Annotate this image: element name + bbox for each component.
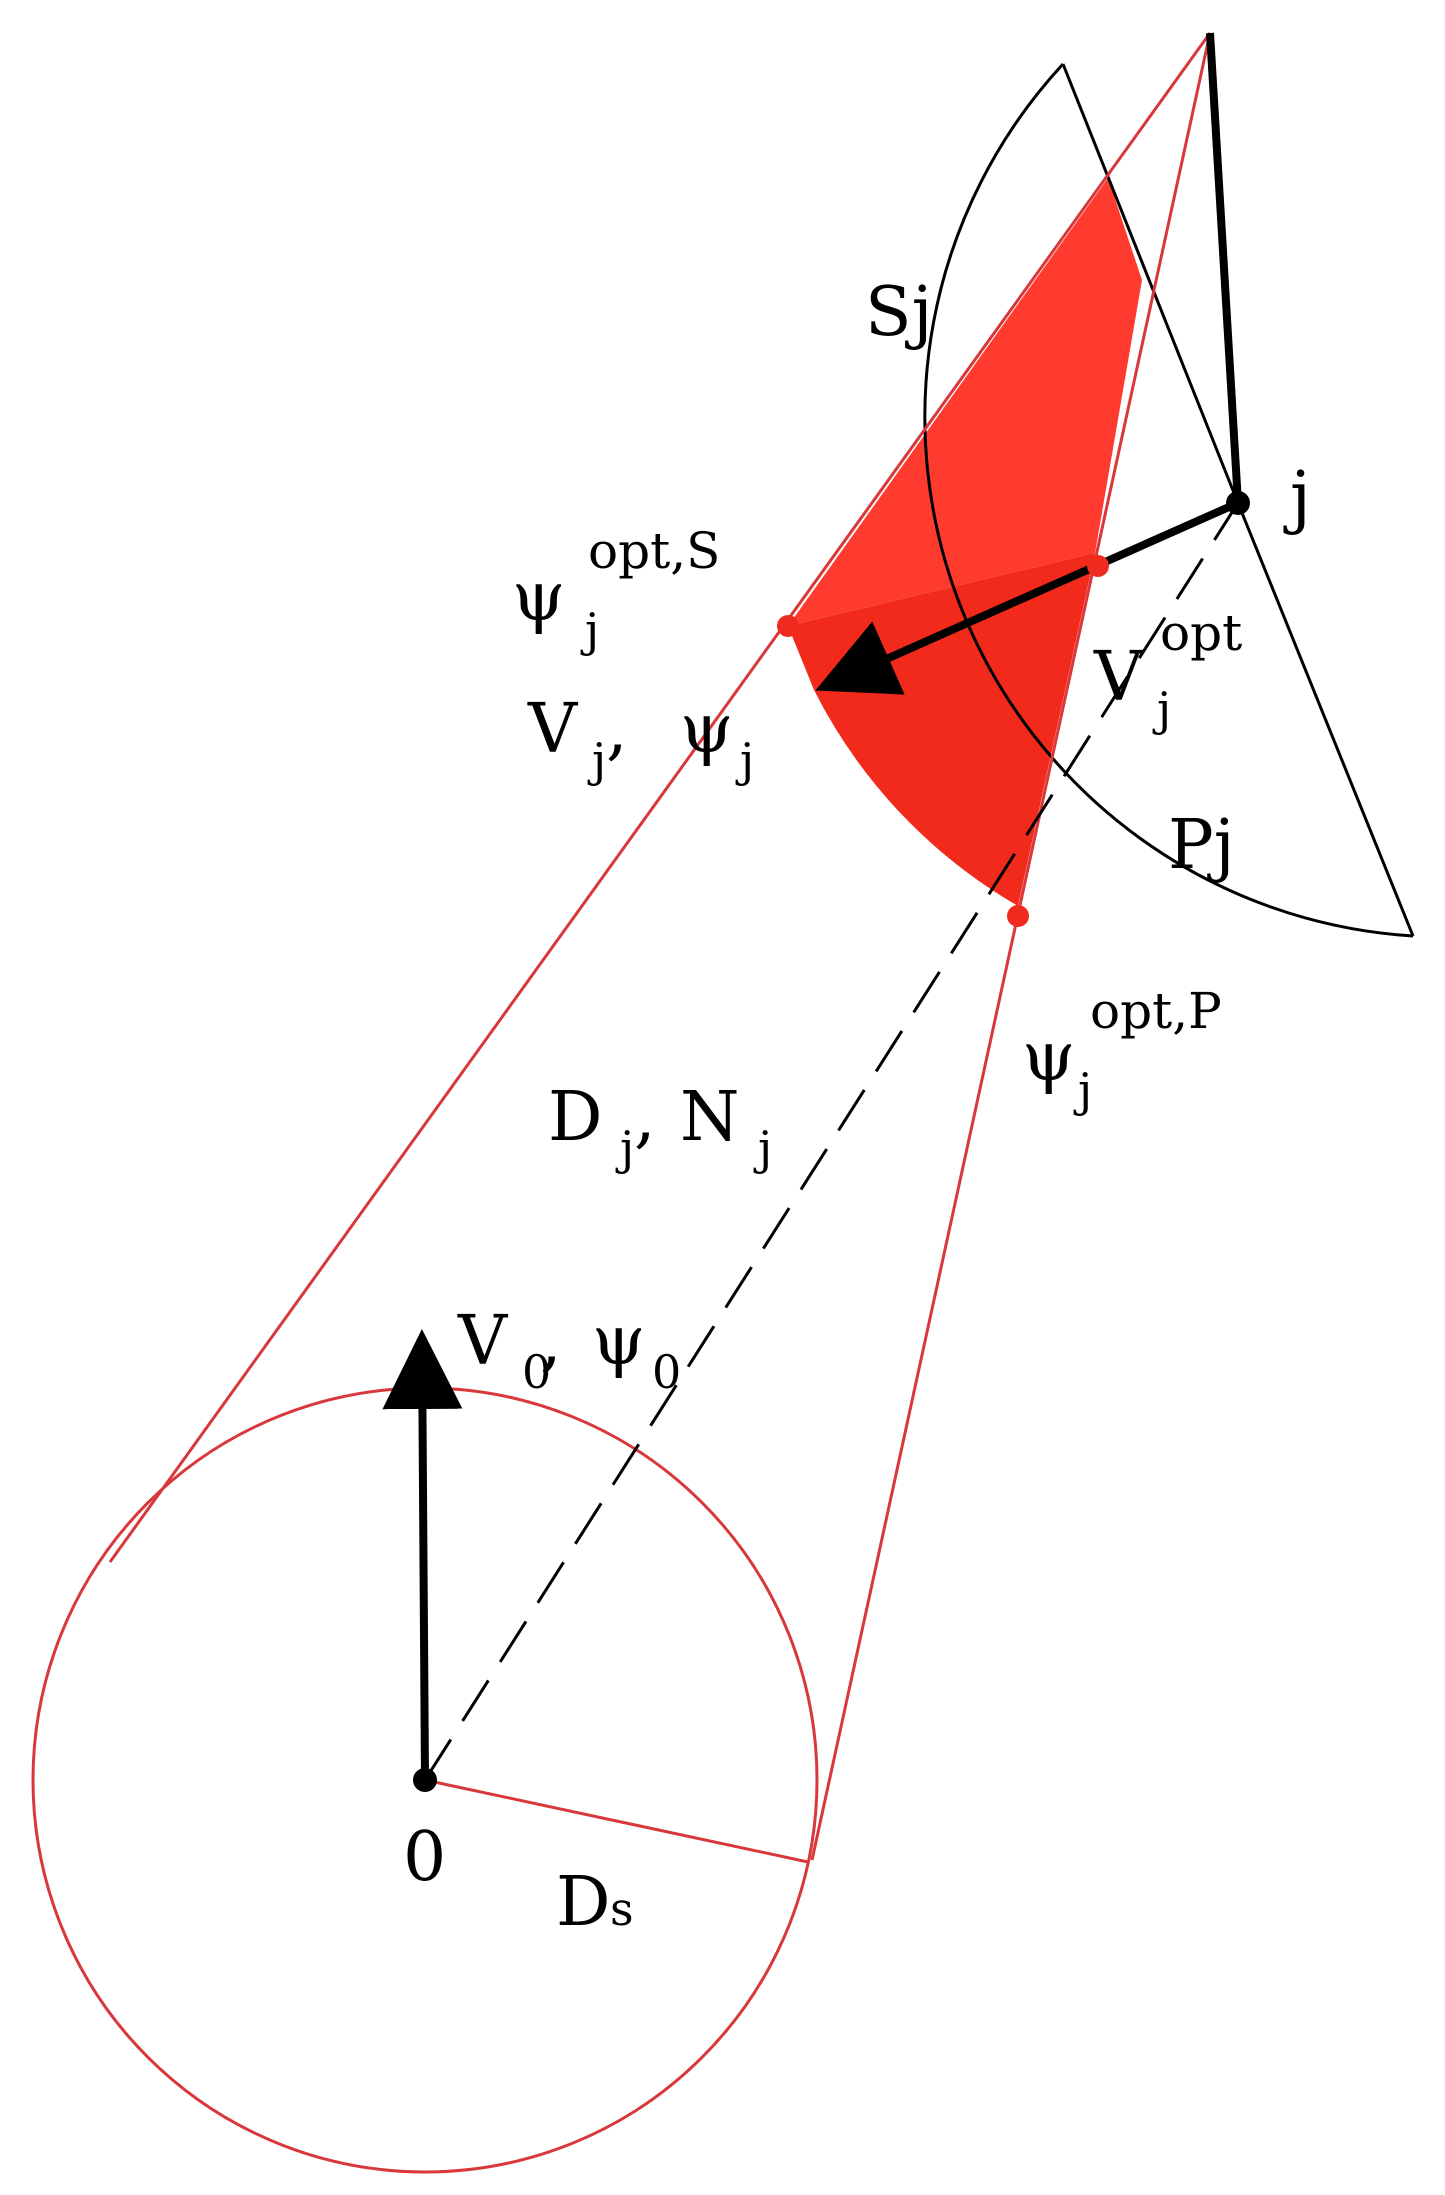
label-j: j <box>1283 458 1311 537</box>
label-psi-opt-s: ψ j opt,S <box>512 522 720 657</box>
v0-vector <box>382 1329 463 1781</box>
label-vj-psij: V j , ψ j <box>527 690 754 787</box>
vj-vector <box>815 499 1240 695</box>
label-pj: Pj <box>1168 806 1235 885</box>
label-origin: 0 <box>403 1818 446 1897</box>
label-dj-nj: D j , N j <box>548 1078 772 1175</box>
sector-edge-lower <box>1236 502 1415 937</box>
label-psi-opt-p: ψ j opt,P <box>1022 982 1222 1117</box>
point-origin <box>413 1768 437 1792</box>
label-ds: D s <box>556 1863 634 1942</box>
point-psi-opt-p <box>1007 905 1029 927</box>
sector-edge-upper <box>1061 63 1240 504</box>
tangent-line-left <box>108 32 1212 1563</box>
point-psi-opt-s <box>777 615 799 637</box>
ds-radius-line <box>424 1778 809 1864</box>
distance-line <box>423 502 1240 1781</box>
label-v0-psi0: V 0 , ψ 0 <box>457 1302 681 1399</box>
label-v-opt: V j opt <box>1093 604 1242 736</box>
point-v-opt <box>1087 555 1109 577</box>
collision-cone-fill <box>788 178 1142 626</box>
label-sj: Sj <box>865 273 933 352</box>
tangent-line-right <box>810 32 1212 1861</box>
relative-velocity-line <box>1206 32 1242 504</box>
point-j <box>1226 491 1250 515</box>
sector-outline <box>923 62 1414 938</box>
